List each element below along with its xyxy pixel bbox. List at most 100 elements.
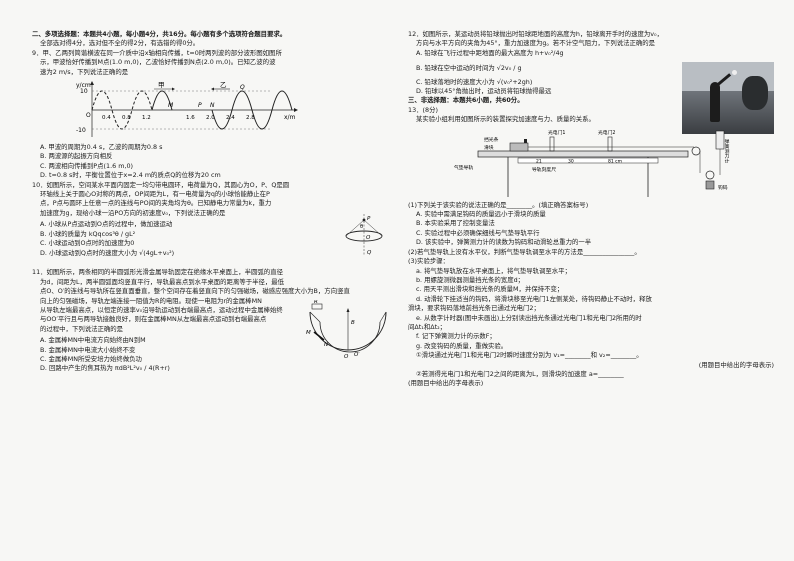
y-tick-neg: -10 <box>76 127 86 134</box>
q13-header: 13．(8分) <box>408 105 438 114</box>
scale-tick: 30 <box>568 158 574 164</box>
rod-end-M: M <box>306 330 311 336</box>
q10-option-b: B. 小球的质量为 kQqcos³θ / gL² <box>40 229 136 238</box>
point-P: P <box>198 102 202 109</box>
point-M: M <box>168 102 174 109</box>
label-gate1: 光电门1 <box>548 129 565 136</box>
section2-rule: 全部选对得4分，选对但不全的得2分，有选错的得0分。 <box>40 39 200 48</box>
y-axis-label: y/cm <box>76 82 91 89</box>
photo-shot-ball <box>732 70 737 75</box>
q13-step-g: g. 改变钩码的质量，重做实验。 <box>416 341 508 350</box>
scale-tick: 81 cm <box>608 158 622 164</box>
q10-text: 加速度为g，现给小球一沿PO方向的初速度v₀，下列说法正确的是 <box>40 208 226 217</box>
q11-option-c: C. 金属棒MN所受安培力始终做负功 <box>40 354 142 363</box>
q12-option-d: D. 铅球以45°角抛出时，运动员将铅球抛得最远 <box>416 87 552 96</box>
air-track-diagram: 21 30 81 cm 光电门1 光电门2 挡光条 滑块 气垫导轨 导轨刻 <box>454 129 729 197</box>
label-ruler: 导轨刻度尺 <box>532 166 556 173</box>
gate-2 <box>607 136 613 151</box>
point-O: O <box>366 235 371 241</box>
q13-sub5-note: (用题目中给出的字母表示) <box>408 379 484 388</box>
label-spring-scale: 弹簧测力计 <box>724 138 729 164</box>
hook-weight <box>705 180 715 189</box>
q13-step-a: a. 将气垫导轨放在水平桌面上，将气垫导轨调至水平； <box>416 266 571 275</box>
jia-label: 甲 <box>158 81 165 89</box>
q10-text: 点，P点与圆环上任意一点的连线与PO间的夹角均为θ。已知静电力常量为k，重力 <box>40 199 272 208</box>
q9-text: 示，甲波恰好传播到M点(1.0 m,0)，乙波恰好传播到N点(2.0 m,0)。… <box>40 58 276 67</box>
q9-option-b: B. 两波源的起振方向相反 <box>40 152 113 161</box>
field-label: B <box>351 320 355 326</box>
q11-text: 从导轨左端最高点，以恒定的速率v₀沿导轨运动到右端最高点，运动过程中金属棒始终 <box>40 305 283 314</box>
q11-option-a: A. 金属棒MN中电流方向始终由N到M <box>40 336 146 345</box>
right-column: 12．如图所示，某运动员将铅球抛出时铅球距地面的高度为h，铅球离开手时的速度为v… <box>408 30 774 389</box>
label-weight: 钩码 <box>718 184 728 191</box>
q13-apparatus-figure: 21 30 81 cm 光电门1 光电门2 挡光条 滑块 气垫导轨 导轨刻 <box>408 127 774 199</box>
x-tick: 1.2 <box>142 115 151 121</box>
q12-option-c: C. 铅球落地时的速度大小为 √(v₀²+2gh) <box>416 77 533 86</box>
q13-sub1: (1)下列关于该实验的说法正确的是________。(填正确答案标号) <box>408 200 589 209</box>
q10-text: 10．如图所示，空间某水平面内固定一均匀带电圆环，电荷量为Q，其圆心为O，P、Q… <box>32 180 290 189</box>
x-tick: 2.8 <box>246 115 255 121</box>
rail-figure: R B M N O O′ <box>306 300 387 360</box>
theta-label: θ <box>360 224 363 230</box>
q13-option-a: A. 实验中需满足钩码的质量远小于滑块的质量 <box>416 210 546 219</box>
q9-text: 速为2 m/s，下列说法正确的是 <box>40 67 129 76</box>
q9-option-c: C. 两波相向传播到P点(1.6 m,0) <box>40 161 134 170</box>
q13-sub3: (3)实验步骤： <box>408 257 450 266</box>
q9-option-d: D. t=0.8 s时，平衡位置位于x=2.4 m的质点Q的位移为20 cm <box>40 171 221 180</box>
q11-text: 向上的匀强磁场，导轨左端连接一阻值为R的电阻。现使一电阻为r的金属棒MN <box>40 296 262 305</box>
q13-step-b: b. 用螺旋测微器测量挡光条的宽度d； <box>416 275 525 284</box>
x-axis-label: x/m <box>284 114 296 121</box>
y-tick-pos: 10 <box>80 88 88 95</box>
point-Q: Q <box>240 84 245 91</box>
x-tick: 0.8 <box>122 115 131 121</box>
point-O: O <box>344 354 349 360</box>
spring-scale <box>715 130 725 149</box>
slider-block <box>509 142 529 151</box>
yi-label: 乙 <box>220 81 227 89</box>
x-tick: 2.4 <box>226 115 235 121</box>
label-gate2: 光电门2 <box>598 129 615 136</box>
q12-text: 方向与水平方向的夹角为45°，重力加速度为g。若不计空气阻力，下列说法正确的是 <box>416 39 656 48</box>
left-column: 二、多项选择题：本题共4小题，每小题4分，共16分。每小题有多个选项符合题目要求… <box>32 30 398 386</box>
q11-text: 为d，间距为L，两半圆弧面均竖直平行，导轨最高点到水平桌面的距离等于半径，最低 <box>40 277 285 286</box>
q11-text: 的过程中，下列说法正确的是 <box>40 324 124 333</box>
q10-option-a: A. 小球从P点运动到O点的过程中，做加速运动 <box>40 220 173 229</box>
point-P: P <box>367 216 371 222</box>
point-O-prime: O′ <box>354 352 360 358</box>
point-N: N <box>210 102 215 109</box>
label-airtrack: 气垫导轨 <box>454 164 473 171</box>
q10-option-c: C. 小球运动到O点时的加速度为0 <box>40 239 135 248</box>
section3-title: 三、非选择题：本题共6小题，共60分。 <box>408 96 524 105</box>
shot-put-photo <box>682 62 774 134</box>
wave-graph: y/cm 10 -10 x/m O 0.4 0.8 1.2 1.6 2.0 2.… <box>76 81 298 138</box>
point-Q: Q <box>367 250 372 256</box>
q13-sub5: ②若测得光电门1和光电门2之间的距离为L，则滑块的加速度 a=________ <box>416 369 624 378</box>
q10-option-d: D. 小球运动到Q点时的速度大小为 √(4gL+v₀²) <box>40 248 175 257</box>
scale-tick: 21 <box>536 158 542 164</box>
q12-text: 12．如图所示，某运动员将铅球抛出时铅球距地面的高度为h，铅球离开手时的速度为v… <box>408 30 663 38</box>
q11-text: 11．如图所示，两条相同的半圆弧形光滑金属导轨固定在绝缘水平桌面上，半圆弧的直径 <box>32 268 283 277</box>
q13-sub4: ①滑块通过光电门1和光电门2时瞬时速度分别为 v₁=________和 v₂=_… <box>416 351 643 360</box>
q13-option-c: C. 实验过程中必须确保细线与气垫导轨平行 <box>416 228 540 237</box>
ring-figure: P θ O Q <box>345 214 383 257</box>
q13-sub2: (2)若气垫导轨上没有水平仪，判断气垫导轨调至水平的方法是___________… <box>408 247 641 256</box>
q13-option-d: D. 该实验中，弹簧测力计的读数为钩码和动滑轮总重力的一半 <box>416 238 592 247</box>
q11-text: 点O、O′的连线与导轨所在竖直面垂直，整个空间存在着竖直向下的匀强磁场，磁感应强… <box>40 287 350 296</box>
q13-step-e-cont: 间Δt₁和Δt₂； <box>408 322 447 331</box>
jia-wave-dashed <box>91 90 153 130</box>
q12-option-a: A. 铅球在飞行过程中距地面的最大高度为 h+v₀²/4g <box>416 48 564 57</box>
yi-wave <box>211 90 293 130</box>
q12-option-b: B. 铅球在空中运动的时间为 √2v₀ / g <box>416 64 522 73</box>
gate-1 <box>549 136 555 151</box>
x-tick: 2.0 <box>206 115 215 121</box>
origin-label: O <box>86 112 91 119</box>
label-slider: 滑块 <box>484 144 494 151</box>
photo-athlete <box>710 82 720 122</box>
q11-figure-block: A. 金属棒MN中电流方向始终由N到M B. 金属棒MN中电流大小始终不变 C.… <box>32 300 398 384</box>
q11-text: 与OO′平行且与两导轨接触良好，则在金属棒MN从左端最高点运动到右端最高点 <box>40 315 267 324</box>
q11-option-d: D. 回路中产生的焦耳热为 πdB²L²v₀ / 4(R+r) <box>40 364 170 373</box>
q13-step-c: c. 用天平测出滑块和挡光条的质量M，并保持不变； <box>416 285 564 294</box>
q10-figure-block: A. 小球从P点运动到O点的过程中，做加速运动 B. 小球的质量为 kQqcos… <box>32 214 398 266</box>
q9-option-a: A. 甲波的周期为0.4 s，乙波的周期为0.8 s <box>40 143 163 152</box>
